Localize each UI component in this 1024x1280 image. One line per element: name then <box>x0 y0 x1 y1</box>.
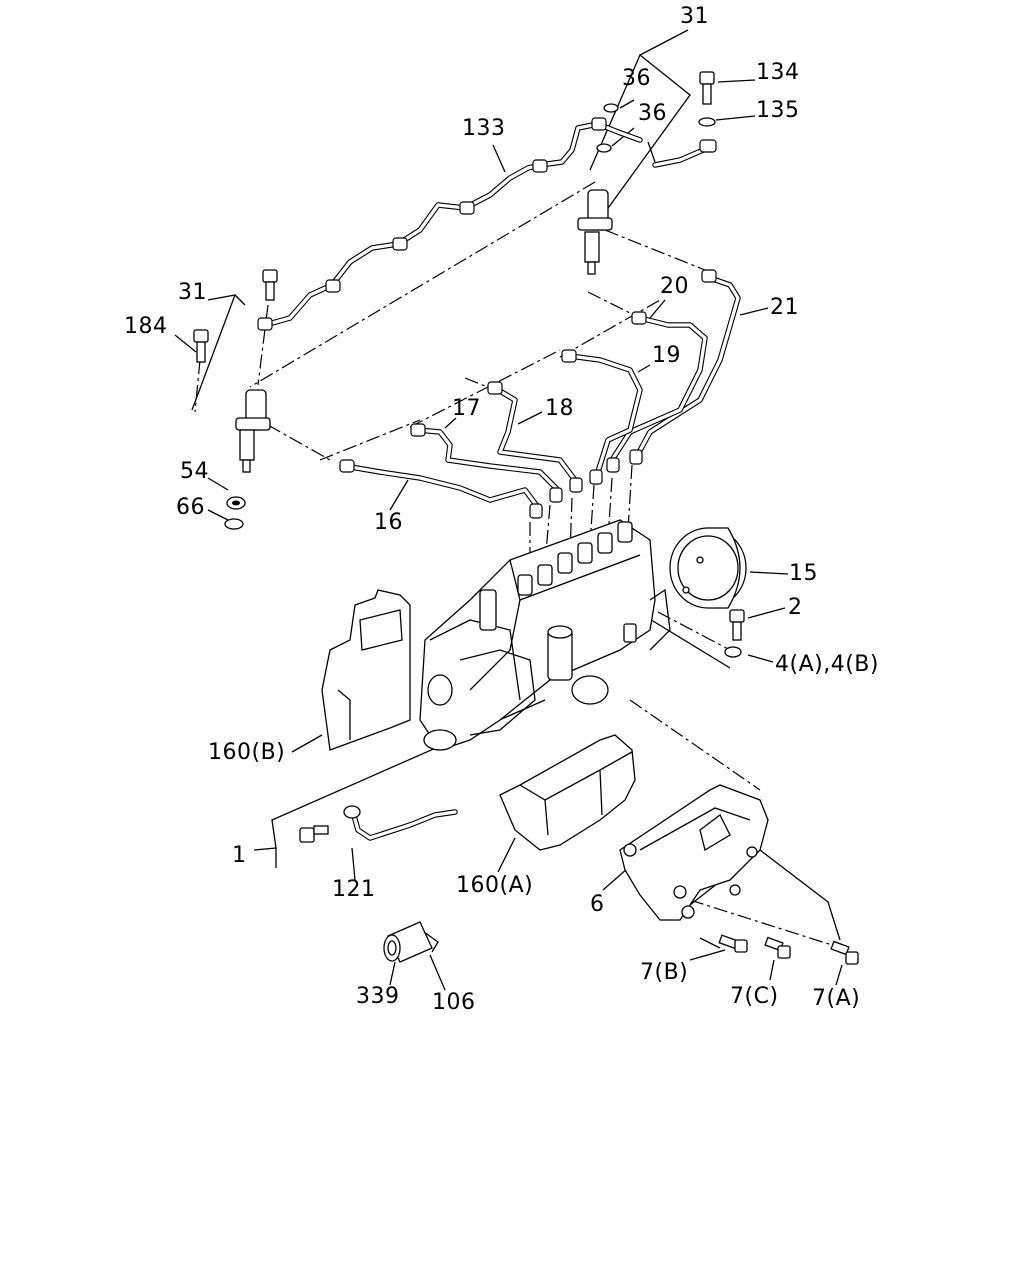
callout-17: 17 <box>452 396 481 421</box>
callout-7b: 7(B) <box>640 960 689 985</box>
bracket-6 <box>619 784 769 921</box>
callout-339: 339 <box>356 984 400 1009</box>
callout-7c: 7(C) <box>730 984 779 1009</box>
bolts <box>193 71 859 965</box>
callout-135: 135 <box>756 98 800 123</box>
callout-134: 134 <box>756 60 800 85</box>
callout-184: 184 <box>124 314 168 339</box>
callout-36-upper: 36 <box>622 66 651 91</box>
cover-160a <box>499 734 636 851</box>
fuel-pipes <box>257 117 741 519</box>
cover-160b <box>321 589 411 751</box>
callout-2: 2 <box>788 595 803 620</box>
callout-106: 106 <box>432 990 476 1015</box>
injector-nozzle-right <box>577 103 619 275</box>
callout-19: 19 <box>652 343 681 368</box>
callout-6: 6 <box>590 892 605 917</box>
callout-160b: 160(B) <box>208 740 286 765</box>
callout-7a: 7(A) <box>812 986 861 1011</box>
callout-4a-4b: 4(A),4(B) <box>775 652 879 677</box>
callout-31-left: 31 <box>178 280 207 305</box>
callout-15: 15 <box>789 561 818 586</box>
callout-160a: 160(A) <box>456 873 534 898</box>
callout-36-lower: 36 <box>638 101 667 126</box>
callout-1: 1 <box>232 843 247 868</box>
coupling-15 <box>669 527 747 609</box>
callout-121: 121 <box>332 877 376 902</box>
injection-pump <box>419 519 671 751</box>
injector-nozzle-left <box>224 389 271 530</box>
callout-18: 18 <box>545 396 574 421</box>
callout-133: 133 <box>462 116 506 141</box>
callout-54: 54 <box>180 459 209 484</box>
callout-16: 16 <box>374 510 403 535</box>
callout-66: 66 <box>176 495 205 520</box>
callout-20: 20 <box>660 274 689 299</box>
pipe-121 <box>343 805 458 841</box>
callout-21: 21 <box>770 295 799 320</box>
part-339-106 <box>383 921 439 963</box>
callout-31-top: 31 <box>680 4 709 29</box>
